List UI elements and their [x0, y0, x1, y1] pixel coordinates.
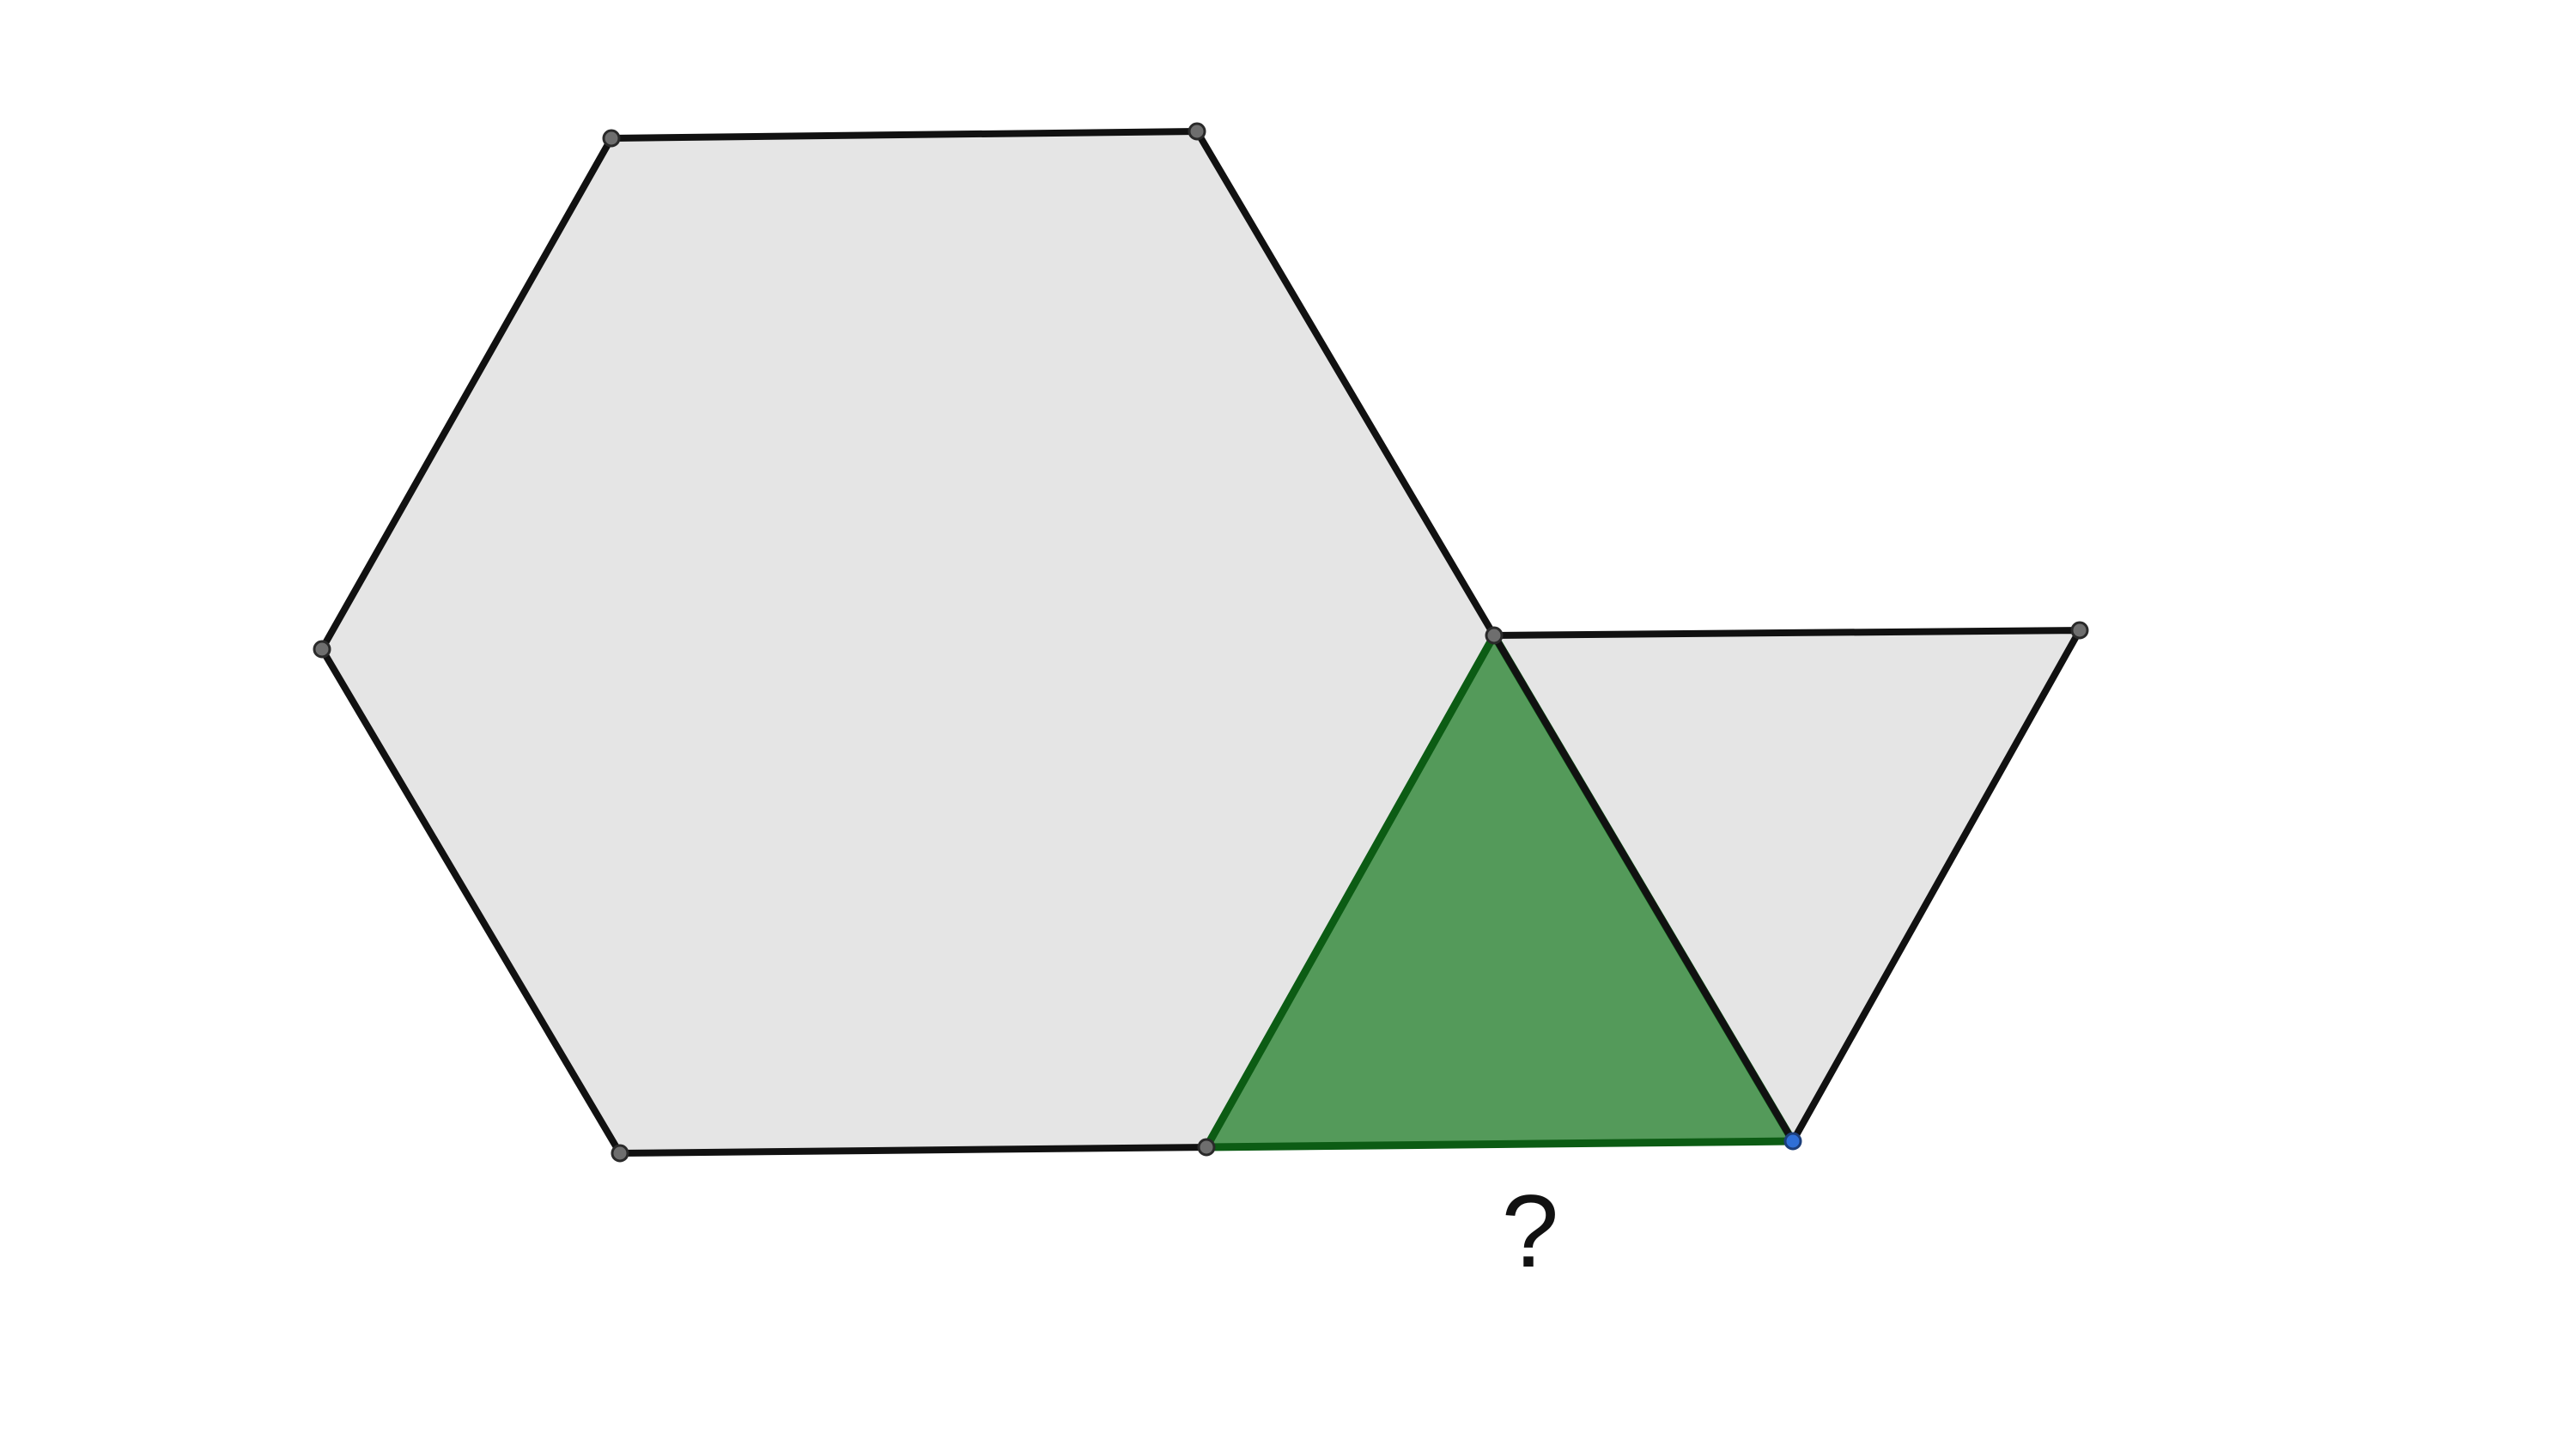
vertex-point — [602, 129, 621, 148]
shared-edge — [1491, 633, 1796, 1144]
vertex-point — [313, 640, 331, 659]
vertex-point — [611, 1144, 629, 1163]
highlighted-vertex-point — [1783, 1132, 1802, 1151]
unknown-length-label: ? — [1502, 1174, 1559, 1289]
vertex-point — [1197, 1138, 1216, 1157]
vertex-point — [2070, 621, 2089, 640]
vertex-point — [1188, 122, 1206, 141]
vertex-point — [1485, 626, 1504, 645]
